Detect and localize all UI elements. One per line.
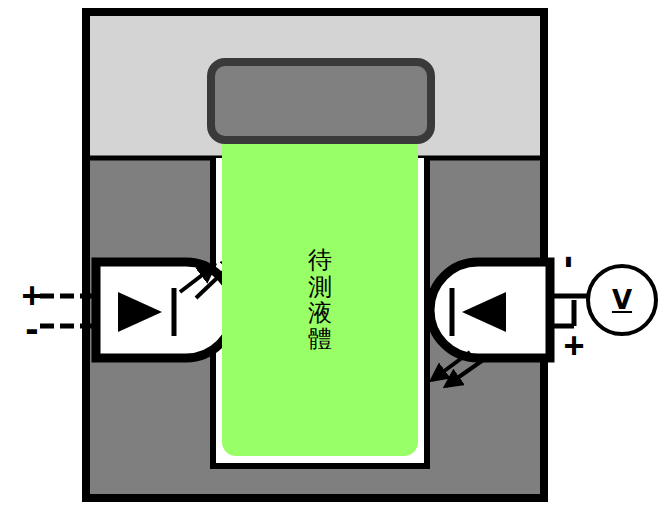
positive-terminal: + — [563, 328, 584, 364]
led-housing — [96, 262, 234, 358]
led-diode-symbol — [118, 292, 162, 332]
light-arrow — [432, 352, 470, 380]
voltmeter-symbol — [588, 266, 656, 334]
cuvette-cap — [211, 62, 431, 140]
holder-lid — [86, 12, 544, 158]
negative-terminal: - — [552, 255, 592, 268]
photodiode-symbol — [462, 292, 506, 332]
voltmeter-label: V — [612, 287, 632, 313]
negative-terminal: - — [25, 308, 38, 348]
photodiode-housing — [430, 262, 550, 358]
detector-wire — [572, 300, 577, 326]
liquid-sample: 待測液體 — [222, 144, 418, 456]
light-arrow — [446, 358, 486, 386]
holder-frame — [86, 12, 544, 498]
liquid-label: 待測液體 — [308, 247, 332, 353]
photodiode-bar — [450, 288, 455, 336]
led-diode-bar — [172, 288, 177, 336]
